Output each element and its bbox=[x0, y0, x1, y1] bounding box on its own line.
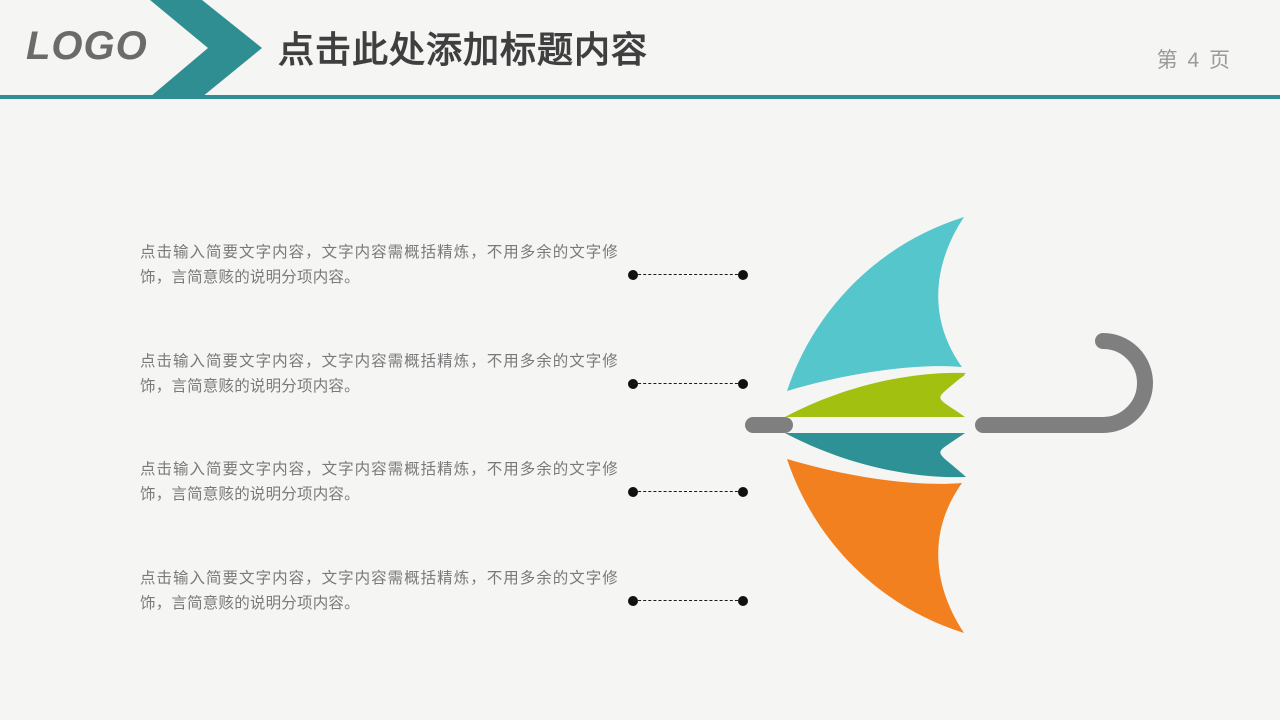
list-item[interactable]: 点击输入简要文字内容，文字内容需概括精炼，不用多余的文字修饰，言简意赅的说明分项… bbox=[140, 566, 750, 636]
connector-dot-right bbox=[738, 270, 748, 280]
page-title: 点击此处添加标题内容 bbox=[278, 29, 649, 70]
list-item[interactable]: 点击输入简要文字内容，文字内容需概括精炼，不用多余的文字修饰，言简意赅的说明分项… bbox=[140, 240, 750, 310]
list-item[interactable]: 点击输入简要文字内容，文字内容需概括精炼，不用多余的文字修饰，言简意赅的说明分项… bbox=[140, 349, 750, 419]
list-item[interactable]: 点击输入简要文字内容，文字内容需概括精炼，不用多余的文字修饰，言简意赅的说明分项… bbox=[140, 457, 750, 527]
umbrella-ferrule bbox=[745, 417, 793, 433]
umbrella-illustration bbox=[735, 195, 1165, 655]
connector-line bbox=[628, 379, 748, 389]
umbrella-handle bbox=[975, 333, 1153, 433]
connector-dot-right bbox=[738, 596, 748, 606]
logo[interactable]: LOGO bbox=[26, 24, 148, 68]
connector-dot-left bbox=[628, 379, 638, 389]
umbrella-panel-cyan bbox=[787, 217, 964, 391]
connector-dot-left bbox=[628, 596, 638, 606]
connector-line bbox=[628, 270, 748, 280]
list-item-text: 点击输入简要文字内容，文字内容需概括精炼，不用多余的文字修饰，言简意赅的说明分项… bbox=[140, 244, 618, 286]
connector-dash bbox=[633, 600, 743, 601]
umbrella-panel-green-body bbox=[785, 372, 966, 417]
umbrella-panel-darkteal bbox=[785, 433, 966, 478]
page-number: 第 4 页 bbox=[1156, 49, 1232, 72]
connector-dot-left bbox=[628, 270, 638, 280]
list-item-text: 点击输入简要文字内容，文字内容需概括精炼，不用多余的文字修饰，言简意赅的说明分项… bbox=[140, 353, 618, 395]
list-item-text: 点击输入简要文字内容，文字内容需概括精炼，不用多余的文字修饰，言简意赅的说明分项… bbox=[140, 461, 618, 503]
connector-dash bbox=[633, 491, 743, 492]
list-item-text: 点击输入简要文字内容，文字内容需概括精炼，不用多余的文字修饰，言简意赅的说明分项… bbox=[140, 570, 618, 612]
umbrella-panel-orange bbox=[787, 459, 964, 633]
header-chevron bbox=[150, 0, 265, 97]
connector-dot-left bbox=[628, 487, 638, 497]
connector-line bbox=[628, 596, 748, 606]
connector-dash bbox=[633, 383, 743, 384]
slide-header: LOGO 点击此处添加标题内容 第 4 页 bbox=[0, 0, 1280, 100]
connector-line bbox=[628, 487, 748, 497]
header-divider bbox=[0, 95, 1280, 99]
connector-dot-right bbox=[738, 379, 748, 389]
connector-dash bbox=[633, 274, 743, 275]
connector-dot-right bbox=[738, 487, 748, 497]
